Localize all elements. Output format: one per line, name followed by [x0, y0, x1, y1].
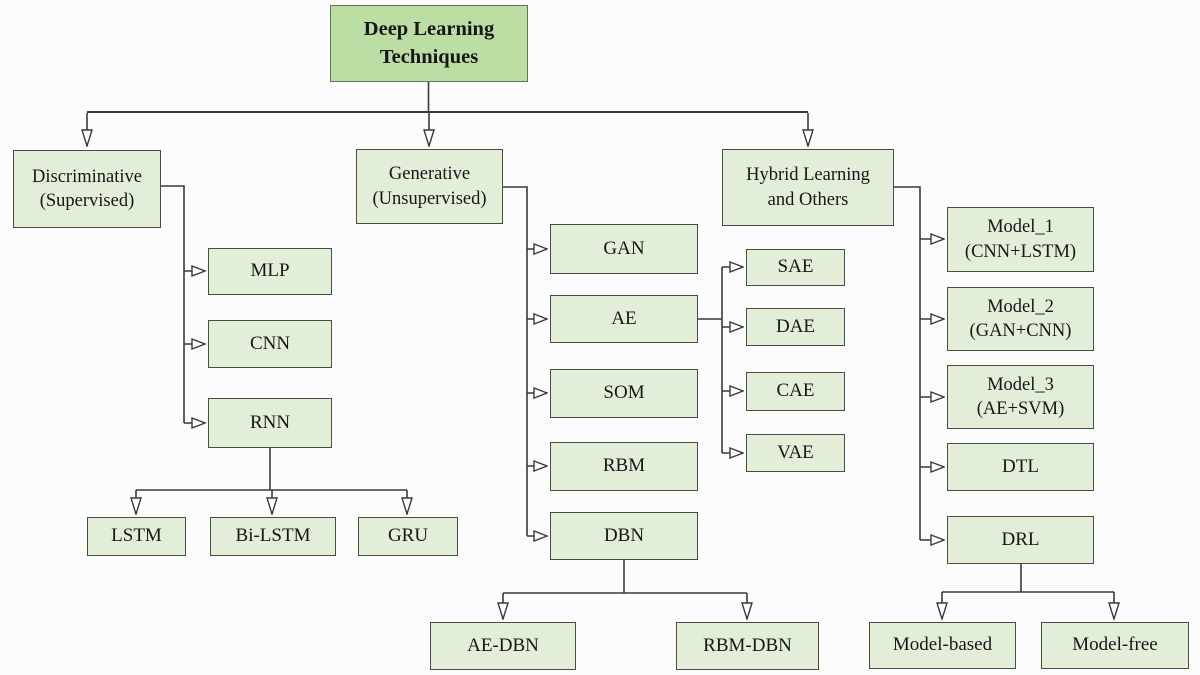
node-hybrid-learning-line2: and Others: [767, 189, 849, 210]
node-deep-learning-techniques-line1: Deep Learning: [363, 17, 495, 40]
node-model-based: Model-based: [869, 622, 1016, 669]
node-cae: CAE: [746, 372, 845, 411]
node-lstm: LSTM: [87, 517, 186, 556]
node-model3: Model_3 (AE+SVM): [947, 365, 1094, 429]
node-dtl: DTL: [947, 443, 1094, 491]
node-rnn: RNN: [208, 398, 332, 448]
node-rbm: RBM: [550, 442, 698, 491]
node-bi-lstm: Bi-LSTM: [210, 517, 336, 556]
node-ae-dbn: AE-DBN: [430, 622, 576, 670]
edge-hybrid-trunk: [894, 186, 921, 540]
node-model2-line2: (GAN+CNN): [969, 321, 1072, 341]
node-gru: GRU: [358, 517, 458, 556]
node-deep-learning-techniques-line2: Techniques: [379, 45, 479, 68]
node-cnn: CNN: [208, 320, 332, 368]
node-rbm-dbn: RBM-DBN: [676, 622, 819, 670]
node-model-free: Model-free: [1041, 622, 1189, 669]
node-discriminative-line1: Discriminative: [32, 166, 142, 187]
node-discriminative-line2: (Supervised): [39, 191, 135, 211]
node-model2-line1: Model_2: [987, 296, 1054, 317]
node-sae: SAE: [746, 249, 845, 286]
node-gan: GAN: [550, 224, 698, 274]
node-som: SOM: [550, 369, 698, 418]
node-discriminative: Discriminative (Supervised): [13, 150, 161, 228]
node-dbn: DBN: [550, 512, 698, 560]
edge-generative-trunk: [503, 186, 528, 536]
node-deep-learning-techniques: Deep Learning Techniques: [330, 5, 528, 82]
node-model1: Model_1 (CNN+LSTM): [947, 207, 1094, 272]
node-hybrid-learning-line1: Hybrid Learning: [746, 165, 870, 186]
node-generative-line2: (Unsupervised): [372, 188, 487, 209]
node-model2: Model_2 (GAN+CNN): [947, 287, 1094, 351]
node-generative: Generative (Unsupervised): [356, 149, 503, 224]
node-dae: DAE: [746, 308, 845, 346]
node-generative-line1: Generative: [388, 164, 471, 185]
node-drl: DRL: [947, 516, 1094, 564]
edge-discriminative-trunk: [161, 185, 185, 423]
node-vae: VAE: [746, 434, 845, 472]
node-model1-line2: (CNN+LSTM): [964, 241, 1077, 262]
node-ae: AE: [550, 295, 698, 343]
node-model1-line1: Model_1: [987, 217, 1054, 238]
node-mlp: MLP: [208, 248, 332, 295]
node-model3-line1: Model_3: [987, 374, 1054, 395]
node-hybrid-learning: Hybrid Learning and Others: [722, 149, 894, 226]
node-model3-line2: (AE+SVM): [976, 399, 1065, 419]
